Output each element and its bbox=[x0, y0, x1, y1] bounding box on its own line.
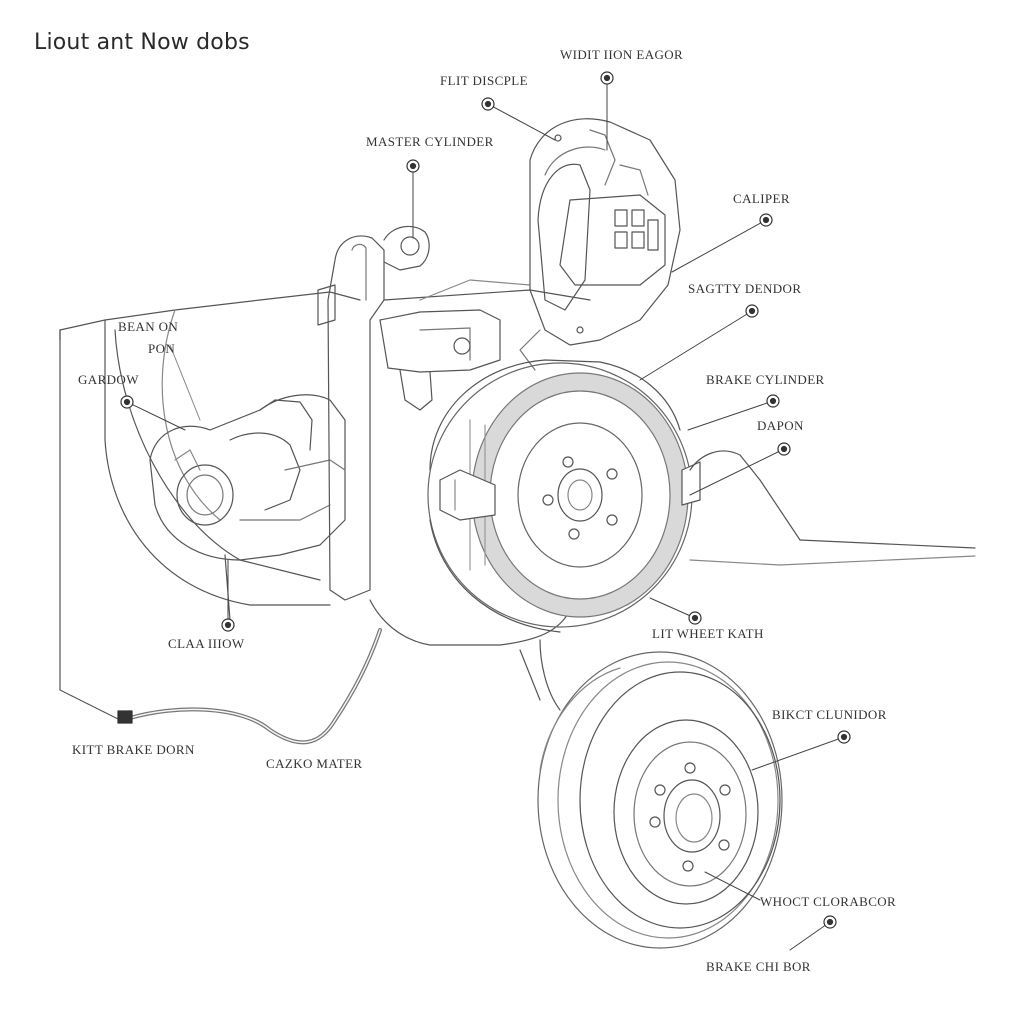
brake-hose bbox=[117, 628, 382, 745]
label-claa-iiiow: CLAA IIIOW bbox=[168, 636, 245, 651]
label-sagtty-dendor: SAGTTY DENDOR bbox=[688, 281, 802, 296]
marker-6 bbox=[766, 394, 780, 408]
label-brake-cylinder: BRAKE CYLINDER bbox=[706, 372, 825, 387]
label-caliper: CALIPER bbox=[733, 191, 790, 206]
label-lit-wheet-kath: LIT WHEET KATH bbox=[652, 626, 764, 641]
label-pon: PON bbox=[148, 341, 176, 356]
chassis-frame bbox=[59, 291, 361, 721]
label-master-cylinder: MASTER CYLINDER bbox=[366, 134, 494, 149]
marker-dots bbox=[120, 71, 851, 929]
marker-11 bbox=[837, 730, 851, 744]
caliper-assembly bbox=[519, 118, 681, 371]
left-assembly bbox=[149, 394, 346, 621]
label-dapon: DAPON bbox=[757, 418, 804, 433]
marker-4 bbox=[759, 213, 773, 227]
lower-disc bbox=[519, 639, 783, 949]
marker-3 bbox=[406, 159, 420, 173]
marker-1 bbox=[600, 71, 614, 85]
marker-2 bbox=[481, 97, 495, 111]
label-widit-iion-eagor: WIDIT IION EAGOR bbox=[560, 47, 684, 62]
label-bikct-clunidor: BIKCT CLUNIDOR bbox=[772, 707, 887, 722]
marker-10 bbox=[688, 611, 702, 625]
main-rotor bbox=[427, 359, 976, 633]
page-title: Liout ant Now dobs bbox=[34, 30, 250, 55]
marker-12 bbox=[823, 915, 837, 929]
label-brake-chi-bor: BRAKE CHI BOR bbox=[706, 959, 811, 974]
marker-7 bbox=[777, 442, 791, 456]
label-kitt-brake-dorn: KITT BRAKE DORN bbox=[72, 742, 195, 757]
label-flit-discple: FLIT DISCPLE bbox=[440, 73, 528, 88]
marker-8 bbox=[120, 395, 134, 409]
label-cazko-mater: CAZKO MATER bbox=[266, 756, 363, 771]
label-bean-on: BEAN ON bbox=[118, 319, 179, 334]
label-gardow: GARDOW bbox=[78, 372, 139, 387]
label-whoct-clorabcor: WHOCT CLORABCOR bbox=[760, 894, 897, 909]
marker-5 bbox=[745, 304, 759, 318]
leader-lines bbox=[126, 77, 845, 951]
marker-9 bbox=[221, 618, 235, 632]
